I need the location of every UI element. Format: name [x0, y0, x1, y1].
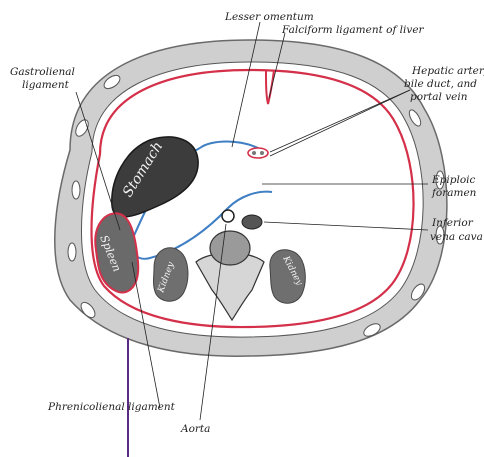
hepatic-label-1: Hepatic artery [411, 65, 484, 77]
epiploic-foramen-label-2: foramen [431, 187, 477, 199]
phrenicolienal-ligament-label: Phrenicolienal ligament [47, 401, 176, 413]
aorta-label: Aorta [180, 423, 210, 435]
inferior-vena-cava-label-2: vena cava [430, 231, 483, 243]
inferior-vena-cava-label-1: Inferior [431, 217, 474, 229]
hepatic-label-2: bile duct, and [404, 78, 477, 90]
hepatic-label-3: portal vein [410, 91, 468, 103]
gastrolienal-ligament-label-1: Gastrolienal [10, 66, 75, 78]
hepatic-portal-structures [248, 148, 268, 158]
falciform-ligament-label: Falciform ligament of liver [281, 24, 425, 36]
aorta [222, 210, 234, 222]
inferior-vena-cava [242, 215, 262, 229]
epiploic-foramen-label-1: Epiploic [431, 174, 476, 186]
gastrolienal-ligament-label-2: ligament [22, 79, 70, 91]
lesser-omentum-label: Lesser omentum [224, 11, 314, 23]
